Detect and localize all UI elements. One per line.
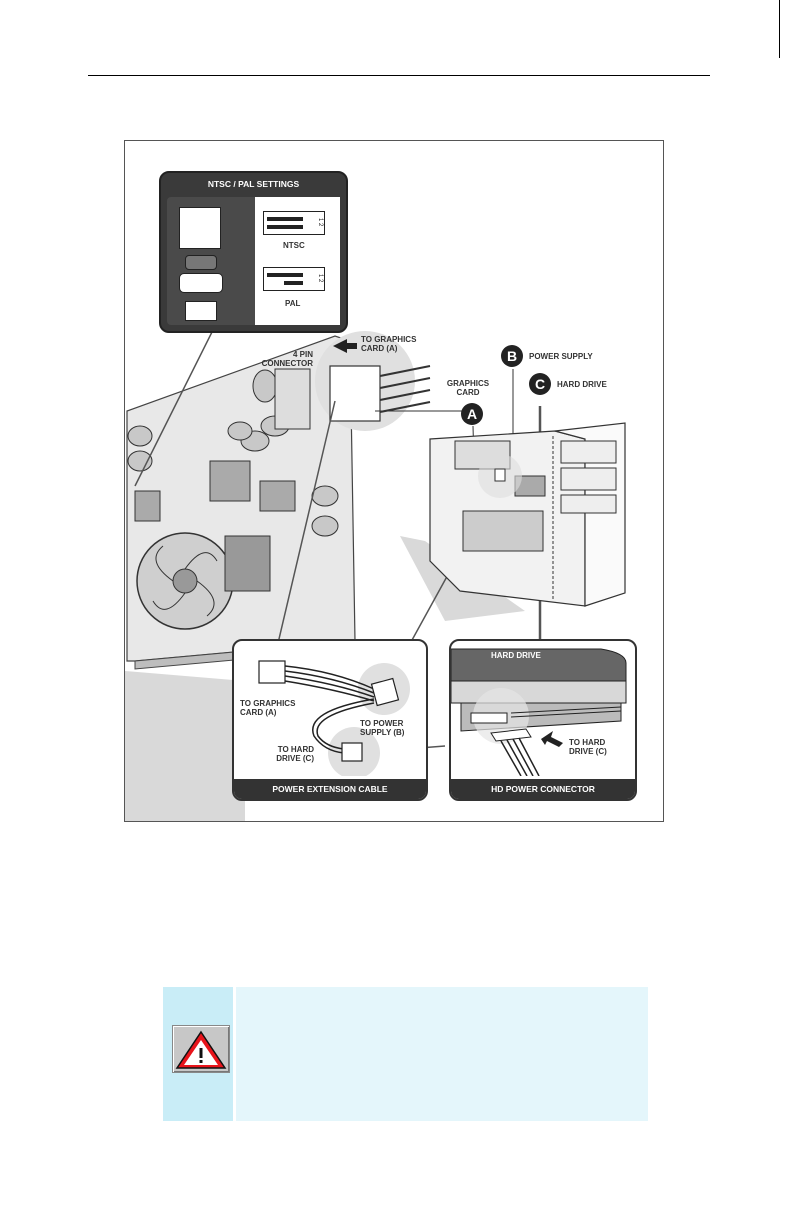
power-extension-title-bar: POWER EXTENSION CABLE — [234, 779, 426, 799]
jumper-socket — [179, 273, 223, 293]
warning-separator — [233, 987, 236, 1121]
ext-to-hard-drive-label: TO HARD DRIVE (C) — [264, 745, 314, 763]
jumper-cap — [185, 255, 217, 270]
dip-switch — [185, 301, 217, 321]
ntsc-pal-title: NTSC / PAL SETTINGS — [161, 179, 346, 189]
power-extension-cable-box: TO GRAPHICS CARD (A) TO POWER SUPPLY (B)… — [232, 639, 428, 801]
ext-to-power-supply-label: TO POWER SUPPLY (B) — [360, 719, 422, 737]
callout-a: A — [461, 403, 483, 425]
hd-hard-drive-label: HARD DRIVE — [491, 651, 551, 660]
callout-c: C — [529, 373, 551, 395]
warning-note — [163, 987, 648, 1121]
hd-to-hard-drive-label: TO HARD DRIVE (C) — [569, 738, 629, 756]
ntsc-switch-numbers: 1 2 — [317, 218, 323, 226]
ntsc-switch-diagram: 1 2 — [263, 211, 325, 235]
power-supply-label: POWER SUPPLY — [529, 352, 593, 361]
installation-figure: NTSC / PAL SETTINGS 1 2 NTSC 1 2 PAL — [124, 140, 664, 822]
power-extension-title: POWER EXTENSION CABLE — [234, 784, 426, 794]
four-pin-connector-label: 4 PIN CONNECTOR — [243, 350, 313, 368]
ntsc-pal-panel: 1 2 NTSC 1 2 PAL — [255, 197, 340, 325]
ntsc-pal-inner: 1 2 NTSC 1 2 PAL — [167, 197, 340, 325]
warning-triangle-icon — [173, 1026, 229, 1072]
hard-drive-label: HARD DRIVE — [557, 380, 607, 389]
ext-to-graphics-card-label: TO GRAPHICS CARD (A) — [240, 699, 312, 717]
crop-mark — [779, 0, 780, 58]
hd-power-connector-box: HARD DRIVE TO HARD DRIVE (C) HD POWER CO… — [449, 639, 637, 801]
pal-switch-diagram: 1 2 — [263, 267, 325, 291]
jumper-block — [179, 207, 221, 249]
callout-b: B — [501, 345, 523, 367]
graphics-card-label: GRAPHICS CARD — [443, 379, 493, 397]
hd-power-title: HD POWER CONNECTOR — [451, 784, 635, 794]
hd-power-title-bar: HD POWER CONNECTOR — [451, 779, 635, 799]
ntsc-label: NTSC — [283, 241, 305, 250]
ntsc-pal-settings-box: NTSC / PAL SETTINGS 1 2 NTSC 1 2 PAL — [159, 171, 348, 333]
pal-label: PAL — [285, 299, 300, 308]
header-rule — [88, 75, 710, 76]
to-graphics-card-top-label: TO GRAPHICS CARD (A) — [361, 335, 433, 353]
warning-icon-frame — [172, 1025, 230, 1073]
pal-switch-numbers: 1 2 — [317, 274, 323, 282]
